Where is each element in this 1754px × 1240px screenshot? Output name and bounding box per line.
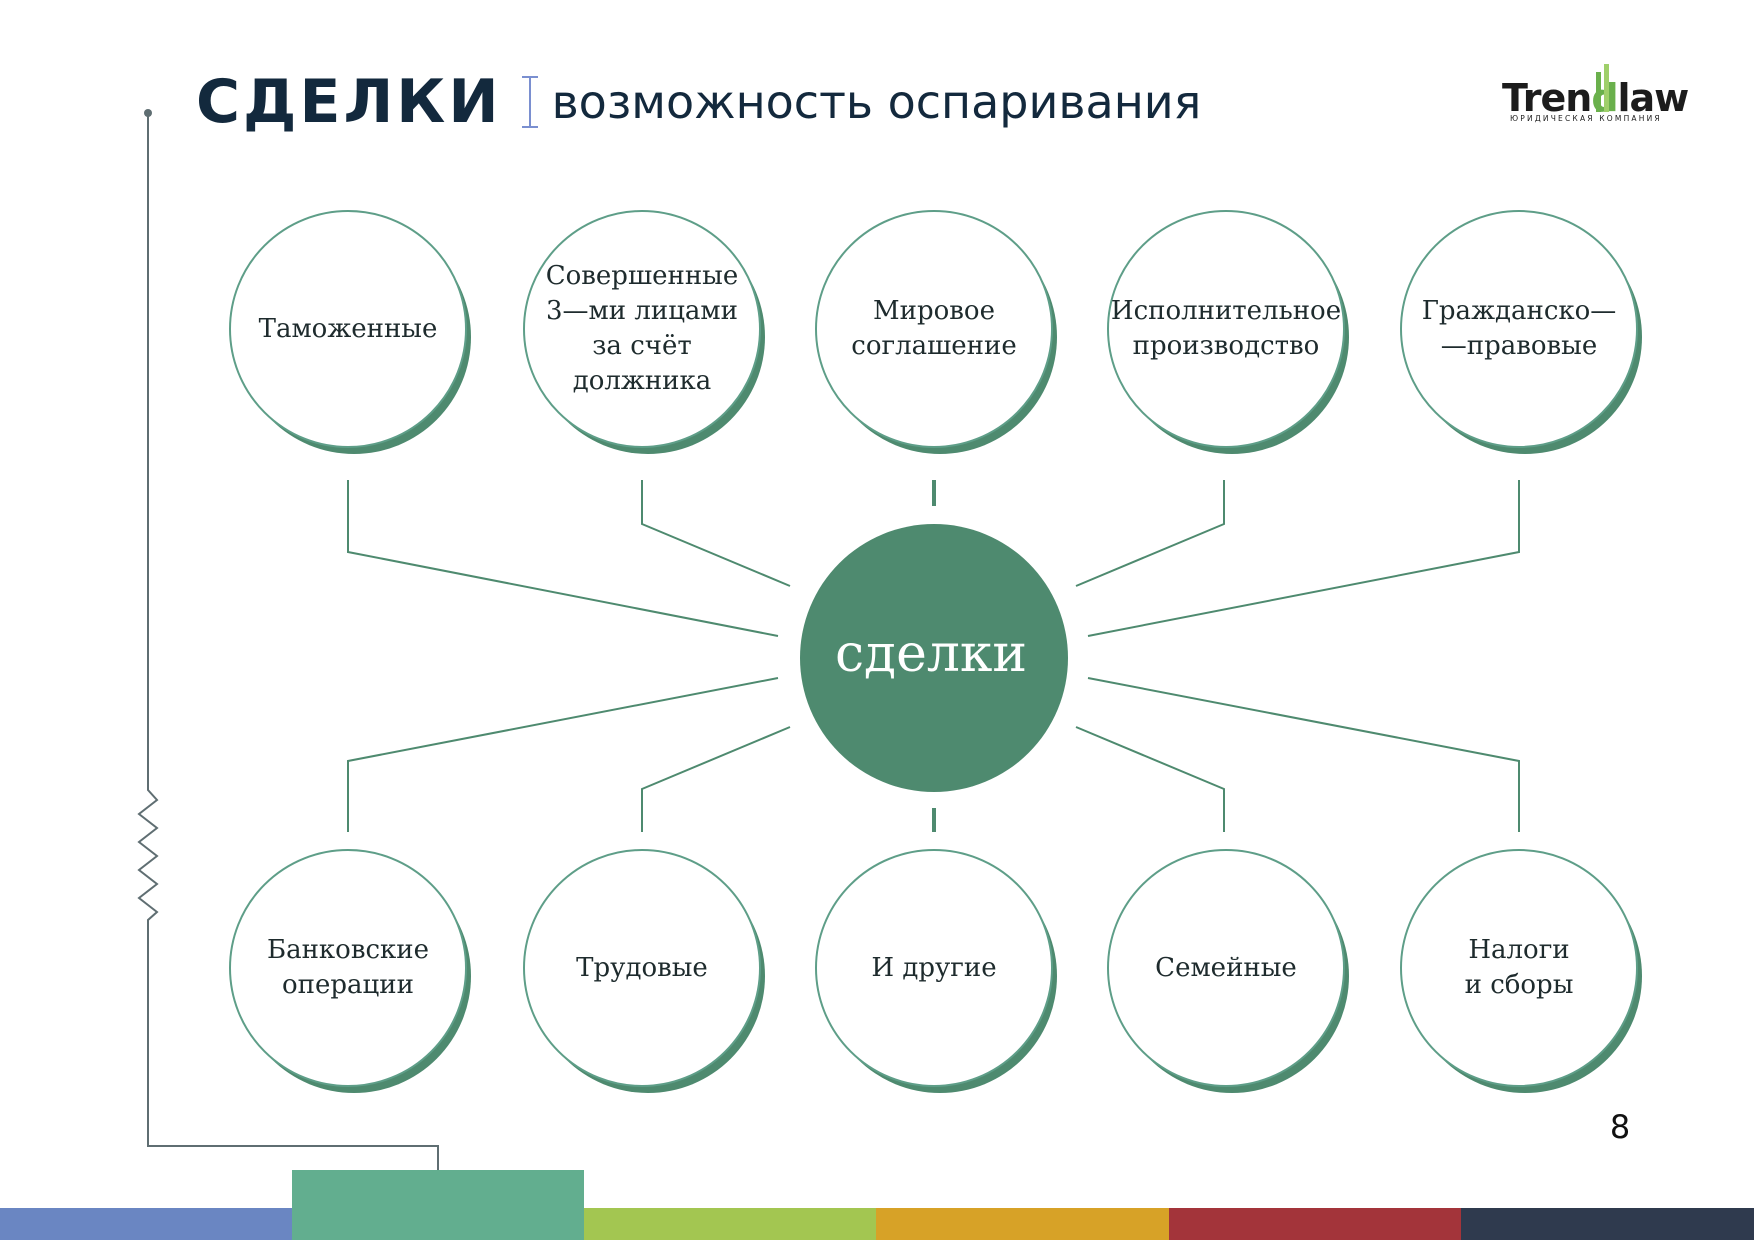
connector-bottom-1 xyxy=(347,677,779,832)
top-circle-4 xyxy=(1107,210,1349,454)
logo-tagline: ЮРИДИЧЕСКАЯ КОМПАНИЯ xyxy=(1510,114,1662,123)
logo-part-2: law xyxy=(1617,76,1690,120)
top-circle-3 xyxy=(815,210,1057,454)
center-node xyxy=(800,524,1068,792)
connector-bottom-5 xyxy=(1087,677,1520,832)
bottom-circle-3 xyxy=(815,849,1057,1093)
connector-lines xyxy=(347,480,1520,832)
footer-bar-red xyxy=(1169,1208,1461,1240)
top-circles xyxy=(229,210,1642,454)
top-circle-2 xyxy=(523,210,765,454)
title-separator xyxy=(521,76,538,128)
page-subtitle: возможность оспаривания xyxy=(551,75,1202,129)
top-item-label-5: Гражданско— —правовые xyxy=(1421,296,1617,361)
bottom-item-label-1: Банковские операции xyxy=(266,935,429,1000)
bottom-circle-1 xyxy=(229,849,471,1093)
bottom-item-label-2: Трудовые xyxy=(576,952,708,983)
connector-top-5 xyxy=(1087,480,1520,637)
connector-top-4 xyxy=(1075,480,1225,587)
bottom-circle-5 xyxy=(1400,849,1642,1093)
top-item-label-4: Исполнительное производство xyxy=(1110,296,1342,361)
connector-top-2 xyxy=(641,480,791,587)
top-item-label-1: Таможенные xyxy=(258,313,438,344)
footer-bar-green-raised xyxy=(292,1170,584,1240)
left-rail-decoration xyxy=(137,109,439,1170)
bottom-circle-2 xyxy=(523,849,765,1093)
logo-part-1: Tren xyxy=(1502,76,1592,120)
connector-bottom-4 xyxy=(1075,726,1225,832)
footer-bar-lime xyxy=(584,1208,876,1240)
footer-bar-blue xyxy=(0,1208,292,1240)
footer-bar-navy xyxy=(1461,1208,1754,1240)
connector-bottom-2 xyxy=(641,726,791,832)
bottom-circle-4 xyxy=(1107,849,1349,1093)
center-node-label: сделки xyxy=(834,624,1028,684)
bottom-item-label-3: И другие xyxy=(871,952,997,983)
bottom-item-label-5: Налоги и сборы xyxy=(1464,935,1574,1000)
page-header: СДЕЛКИ возможность оспаривания xyxy=(196,62,1201,142)
top-item-label-2: Совершенные 3—ми лицами за счёт должника xyxy=(545,261,739,396)
footer-bar-orange xyxy=(876,1208,1169,1240)
top-item-label-3: Мировое соглашение xyxy=(851,296,1017,361)
bottom-item-label-4: Семейные xyxy=(1155,952,1297,983)
page-number: 8 xyxy=(1609,1108,1631,1146)
top-circle-1 xyxy=(229,210,471,454)
logo-bars-icon xyxy=(1596,64,1609,112)
top-circle-5 xyxy=(1400,210,1642,454)
connector-top-1 xyxy=(347,480,779,637)
page-title: СДЕЛКИ xyxy=(196,67,502,137)
bottom-circles xyxy=(229,849,1642,1093)
